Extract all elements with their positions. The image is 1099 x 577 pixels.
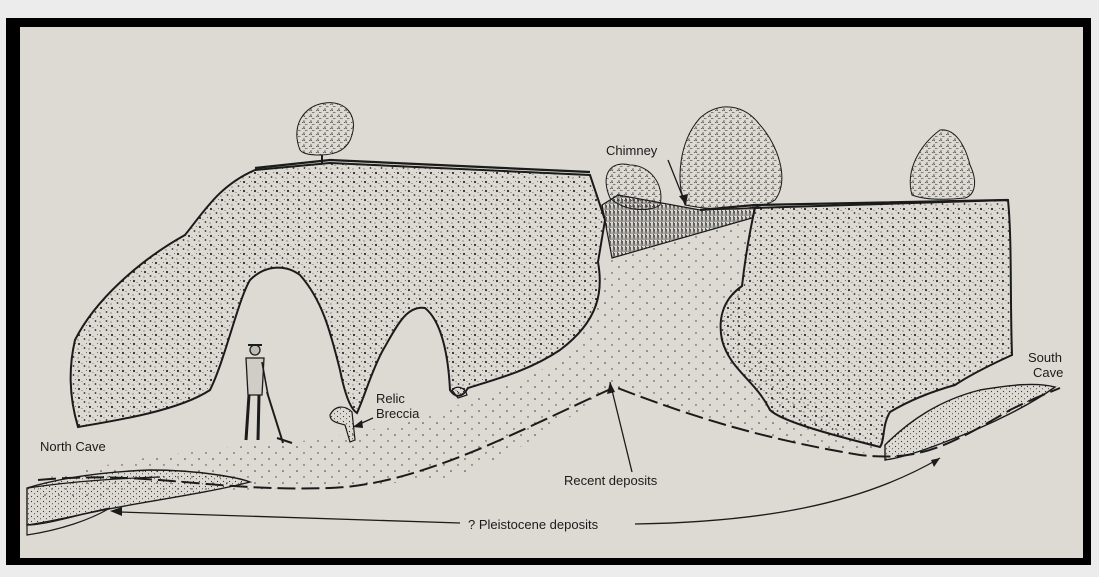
- relic-breccia-arrow: [353, 418, 373, 428]
- drawing-paper: Chimney Relic Breccia North Cave South C…: [20, 27, 1083, 558]
- label-pleistocene-deposits: ? Pleistocene deposits: [468, 517, 599, 532]
- tree-left: [297, 103, 354, 163]
- label-relic-line2: Breccia: [376, 406, 420, 421]
- label-recent-deposits: Recent deposits: [564, 473, 658, 488]
- image-frame: Chimney Relic Breccia North Cave South C…: [6, 18, 1091, 565]
- cave-section-diagram: Chimney Relic Breccia North Cave South C…: [20, 27, 1083, 558]
- human-figure: [246, 345, 292, 443]
- label-north-cave: North Cave: [40, 439, 106, 454]
- label-relic-line1: Relic: [376, 391, 405, 406]
- label-south-cave-line1: South: [1028, 350, 1062, 365]
- recent-deposits-arrow: [607, 382, 632, 472]
- label-south-cave-line2: Cave: [1033, 365, 1063, 380]
- tree-right: [910, 130, 974, 199]
- label-chimney: Chimney: [606, 143, 658, 158]
- tree-middle-tall: [680, 107, 782, 209]
